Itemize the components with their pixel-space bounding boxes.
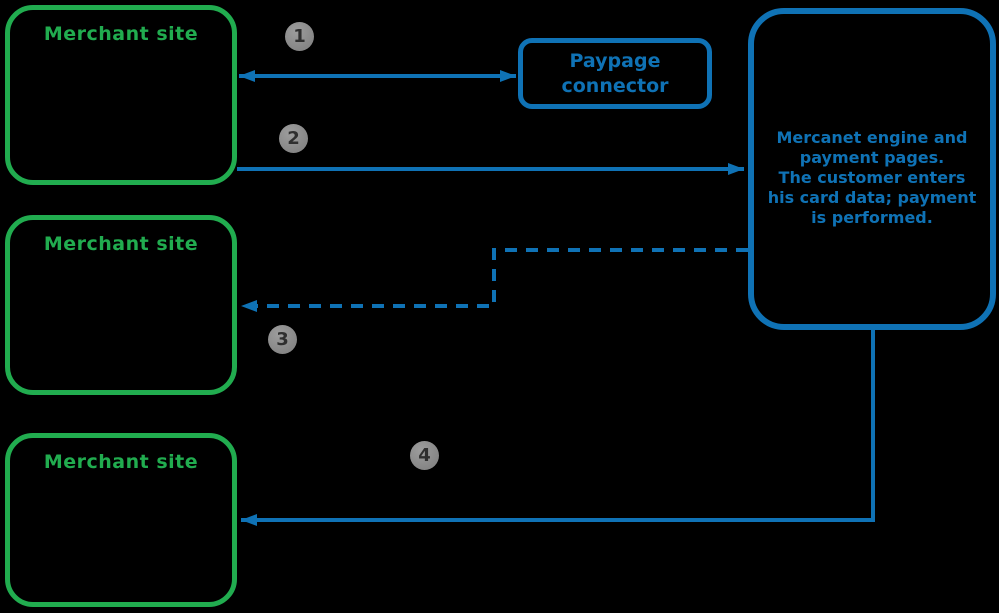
paypage-connector-label: Paypage connector — [561, 49, 669, 97]
step-number: 2 — [287, 128, 300, 149]
step-number: 4 — [418, 445, 431, 466]
mercanet-engine-text-line1: Mercanet engine and payment pages. — [776, 128, 968, 167]
merchant-site-box-bottom: Merchant site — [5, 433, 237, 607]
paypage-connector-box: Paypage connector — [518, 38, 712, 109]
mercanet-engine-text-line2: The customer enters his card data; payme… — [767, 168, 977, 227]
merchant-site-label: Merchant site — [43, 23, 199, 45]
step4-arrow — [241, 330, 875, 526]
step-number: 3 — [276, 329, 289, 350]
mercanet-engine-box: Mercanet engine and payment pages. The c… — [748, 8, 996, 330]
merchant-site-box-middle: Merchant site — [5, 215, 237, 395]
step-badge-3: 3 — [268, 325, 297, 354]
merchant-site-box-top: Merchant site — [5, 5, 237, 185]
merchant-site-label: Merchant site — [43, 233, 199, 255]
step-badge-2: 2 — [279, 124, 308, 153]
step-number: 1 — [293, 26, 306, 47]
step3-dashed-arrow — [241, 248, 748, 312]
step-badge-4: 4 — [410, 441, 439, 470]
merchant-site-label: Merchant site — [43, 451, 199, 473]
step-badge-1: 1 — [285, 22, 314, 51]
